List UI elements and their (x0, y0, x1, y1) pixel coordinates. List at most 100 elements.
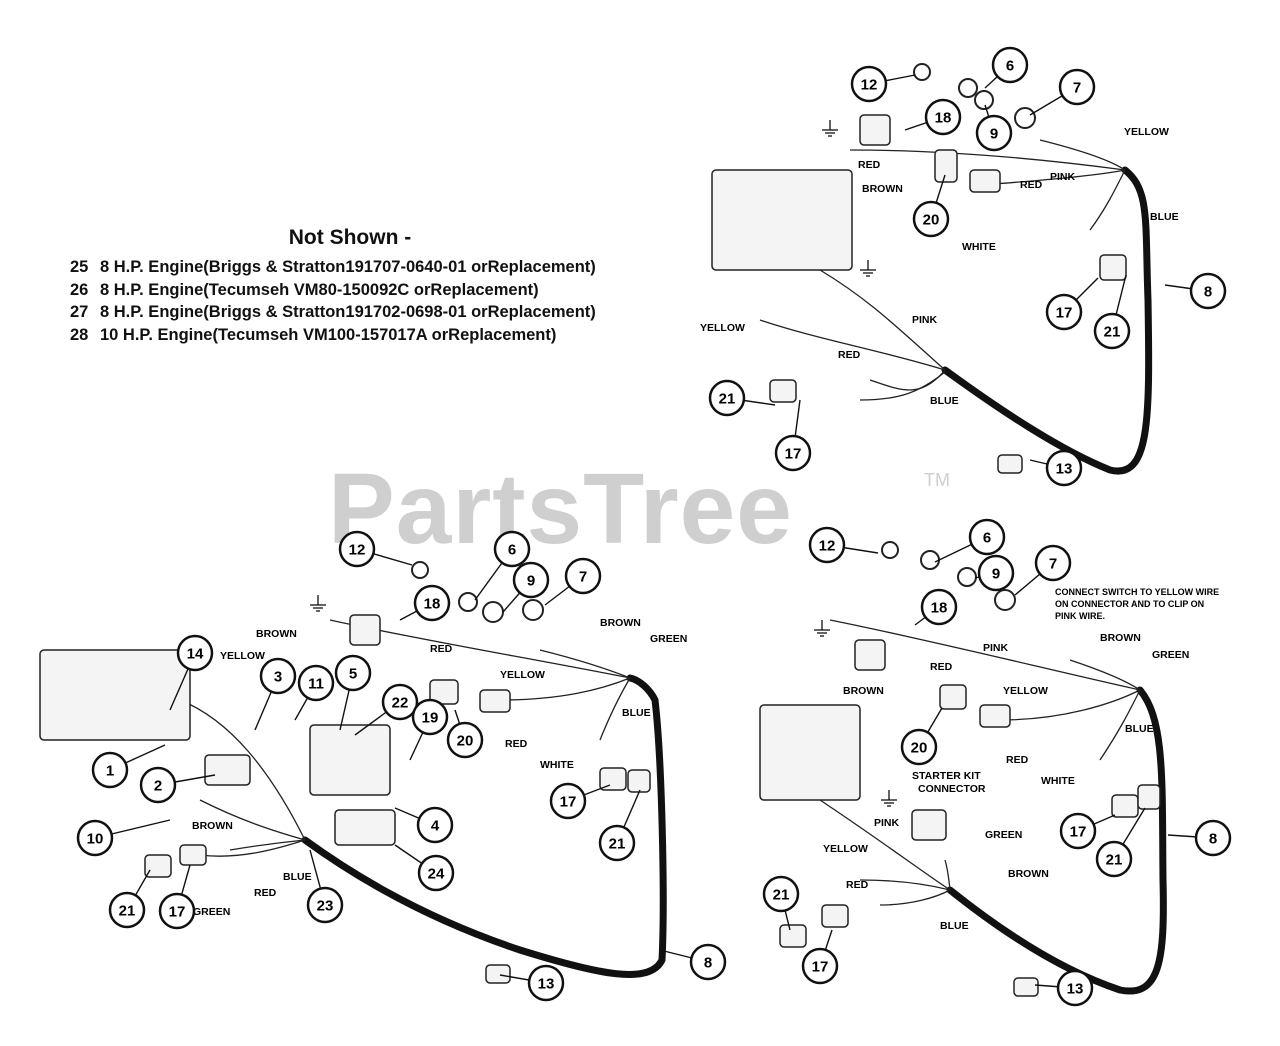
callout-circle (977, 554, 1015, 592)
callout-21: 21 (1093, 274, 1131, 350)
washer (411, 561, 429, 579)
wire-label: BROWN (843, 685, 884, 697)
callout-7: 7 (1029, 68, 1096, 116)
wire-label: GREEN (1152, 649, 1189, 661)
callout-number: 7 (1073, 80, 1081, 97)
washer (974, 90, 994, 110)
note-number: 27 (70, 303, 89, 321)
engine-bottom-left (39, 649, 191, 741)
wire (1069, 659, 1141, 691)
callout-17: 17 (549, 782, 611, 820)
wire-label: YELLOW (500, 669, 545, 681)
washer (913, 63, 931, 81)
callout-circle (527, 964, 565, 1002)
callout-number: 8 (1209, 831, 1217, 848)
callout-circle (689, 943, 727, 981)
callout-23: 23 (306, 849, 344, 924)
switch-21-top (1099, 254, 1127, 281)
callout-circle (920, 588, 958, 626)
callout-number: 10 (87, 831, 104, 848)
note-number: 25 (70, 258, 89, 276)
callout-number: 9 (992, 566, 1000, 583)
callout-number: 5 (349, 666, 357, 683)
callout-number: 17 (785, 446, 802, 463)
callout-circle (762, 875, 800, 913)
callout-circle (1095, 840, 1133, 878)
callout-9: 9 (975, 104, 1013, 152)
callout-circle (1045, 293, 1083, 331)
callout-number: 21 (773, 887, 790, 904)
callout-circle (411, 698, 449, 736)
wire (829, 619, 1141, 691)
callout-2: 2 (139, 766, 216, 804)
callout-number: 21 (1106, 852, 1123, 869)
note-number: 26 (70, 280, 89, 299)
callout-number: 17 (1056, 305, 1073, 322)
wire-label: WHITE (962, 241, 996, 253)
callout-circle (774, 434, 812, 472)
washer (881, 541, 899, 559)
wire-label: YELLOW (700, 322, 745, 334)
callout-6: 6 (934, 518, 1006, 563)
switch-21-right (779, 924, 807, 948)
callout-17: 17 (1059, 812, 1116, 850)
starter-kit-connector (911, 809, 947, 841)
callout-circle (1045, 449, 1083, 487)
ground-symbol (881, 790, 897, 807)
wire (499, 677, 631, 701)
note-text: 8 H.P. Engine(Briggs & Stratton191702-06… (100, 303, 596, 321)
notes-title: Not Shown - (288, 226, 412, 249)
callout-circle (1194, 819, 1232, 857)
callout-circle (413, 584, 451, 622)
wire-label: RED (254, 887, 277, 899)
callout-10: 10 (76, 819, 171, 857)
wire-label: CONNECTOR (918, 783, 986, 795)
callout-3: 3 (254, 657, 297, 731)
callout-number: 6 (508, 542, 516, 559)
wire (859, 879, 951, 891)
clip-13-left (485, 964, 511, 984)
callout-circle (1059, 812, 1097, 850)
wire-label: BROWN (192, 820, 233, 832)
callout-13: 13 (499, 964, 565, 1002)
callout-20: 20 (900, 707, 943, 766)
wire (979, 169, 1126, 186)
callout-number: 7 (579, 569, 587, 586)
callout-circle (176, 634, 214, 672)
callout-number: 13 (1067, 981, 1084, 998)
callout-circle (912, 200, 950, 238)
wire-label: BROWN (600, 617, 641, 629)
ground-symbol (814, 620, 830, 637)
callout-circle (158, 892, 196, 930)
callout-14: 14 (169, 634, 214, 711)
wire-label: BLUE (283, 871, 312, 883)
wire-label: GREEN (650, 633, 687, 645)
callout-circle (598, 824, 636, 862)
switch-21-left (144, 854, 172, 878)
callout-circle (338, 530, 376, 568)
wire-label: BROWN (256, 628, 297, 640)
callout-circle (808, 526, 846, 564)
engine-top-right (711, 169, 853, 271)
callout-17: 17 (1045, 277, 1099, 331)
callout-number: 22 (392, 695, 409, 712)
callout-number: 17 (1070, 824, 1087, 841)
callout-12: 12 (850, 65, 916, 103)
wire (199, 839, 306, 857)
wire-label: PINK (1050, 171, 1076, 183)
callout-circle (306, 886, 344, 924)
wire-label: ON CONNECTOR AND TO CLIP ON (1055, 599, 1204, 609)
wire-label: CONNECT SWITCH TO YELLOW WIRE (1055, 587, 1219, 597)
callout-circle (975, 114, 1013, 152)
wire (859, 371, 946, 401)
wire-label: YELLOW (823, 843, 868, 855)
callout-number: 9 (527, 573, 535, 590)
callout-9: 9 (974, 554, 1015, 592)
callout-7: 7 (1014, 544, 1072, 596)
callout-number: 13 (538, 976, 555, 993)
callout-number: 4 (431, 818, 440, 835)
callout-number: 17 (169, 904, 186, 921)
switch-17-right (821, 904, 849, 928)
